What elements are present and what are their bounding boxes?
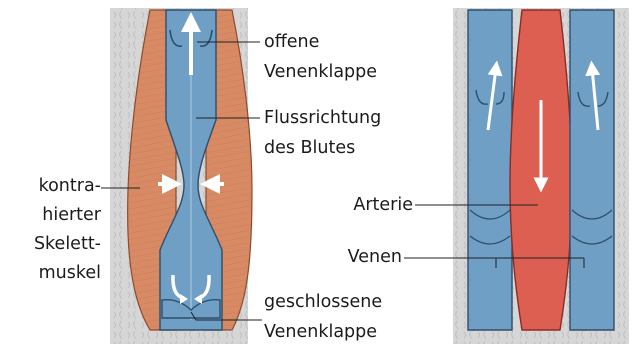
label-flow-2: des Blutes xyxy=(264,138,355,159)
label-muscle-3: Skelett- xyxy=(34,234,101,255)
right-panel xyxy=(404,8,629,344)
label-artery: Arterie xyxy=(353,195,413,216)
label-closed-valve-2: Venenklappe xyxy=(264,322,377,343)
right-vein-left xyxy=(468,10,512,330)
label-flow-1: Flussrichtung xyxy=(264,108,381,129)
label-muscle-4: muskel xyxy=(39,263,101,284)
label-muscle-2: hierter xyxy=(42,205,101,226)
right-vein-right xyxy=(570,10,614,330)
label-open-valve-1: offene xyxy=(264,32,319,53)
label-open-valve-2: Venenklappe xyxy=(264,62,377,83)
left-panel xyxy=(101,8,262,344)
label-closed-valve-1: geschlossene xyxy=(264,292,382,313)
label-muscle-1: kontra- xyxy=(39,176,101,197)
label-veins: Venen xyxy=(348,247,402,268)
